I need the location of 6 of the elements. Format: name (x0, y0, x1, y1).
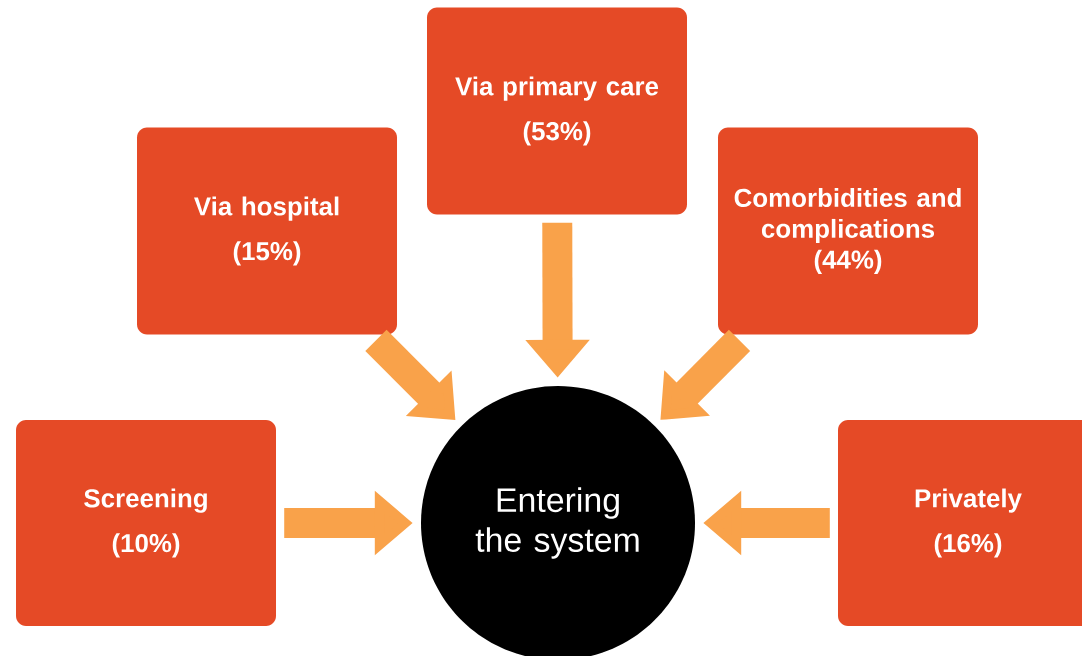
process-box: Comorbidities and complications (44%) (718, 127, 978, 335)
process-box: Via primary care (53%) (427, 7, 687, 215)
block-arrow (660, 329, 751, 420)
process-box: Via hospital (15%) (137, 127, 397, 335)
process-box: Privately (16%) (838, 420, 1082, 626)
process-box: Screening (10%) (16, 420, 276, 626)
